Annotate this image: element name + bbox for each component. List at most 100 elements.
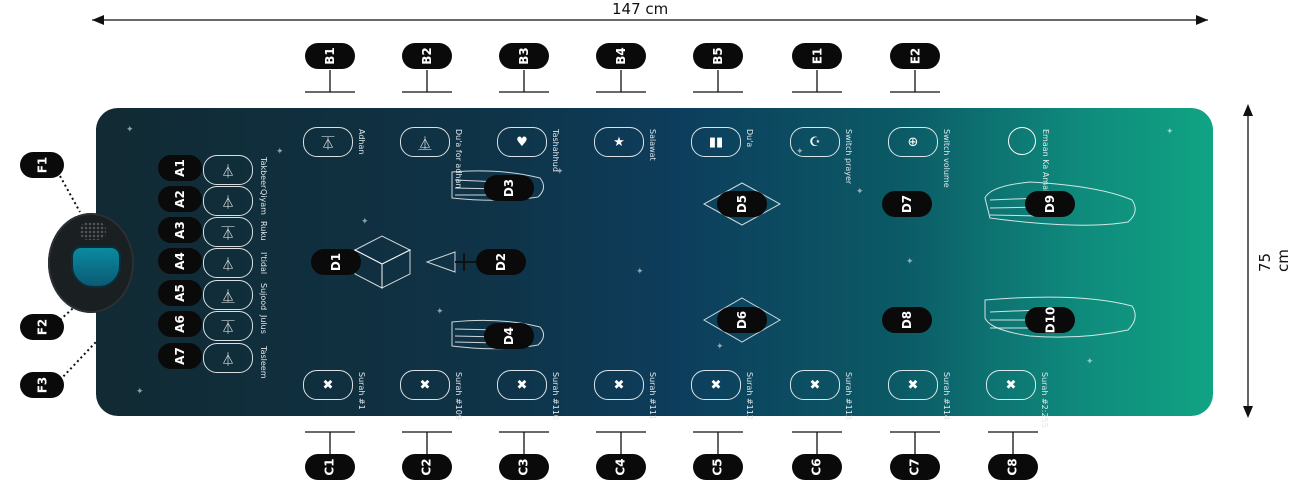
standing-figure-icon: ⏃ (221, 164, 235, 180)
adhan-button[interactable]: ⏄ (303, 127, 353, 157)
badge-c7: C7 (890, 454, 940, 480)
badge-f1: F1 (20, 152, 64, 178)
badge-a2: A2 (158, 186, 202, 212)
quran-stand-icon: ✖ (1005, 377, 1017, 393)
badge-f2: F2 (20, 314, 64, 340)
surah-1-button[interactable]: ✖ (303, 370, 353, 400)
badge-a5: A5 (158, 280, 202, 306)
badge-a4: A4 (158, 248, 202, 274)
volume-icon: ⊕ (907, 134, 919, 150)
surah-111-button[interactable]: ✖ (594, 370, 644, 400)
adhan-figure-icon: ⏄ (321, 136, 335, 152)
sujood-button[interactable]: ⏅ (203, 280, 253, 310)
triangle-marker-icon (425, 251, 456, 273)
foot-icon (984, 296, 1136, 338)
badge-e1: E1 (792, 43, 842, 69)
qiyam-button[interactable]: ⏃ (203, 186, 253, 216)
badge-a6: A6 (158, 311, 202, 337)
dua-for-adhan-button[interactable]: ⏅ (400, 127, 450, 157)
tashahhud-button[interactable]: ♥ (497, 127, 547, 157)
switch-prayer-button[interactable]: ☪ (790, 127, 840, 157)
badge-f3: F3 (20, 372, 64, 398)
surah-112-button[interactable]: ✖ (691, 370, 741, 400)
surah-110-button[interactable]: ✖ (497, 370, 547, 400)
badge-d8: D8 (882, 307, 932, 333)
star-icon: ✦ (636, 267, 644, 277)
itidal-button[interactable]: ⏃ (203, 248, 253, 278)
prostrating-figure-icon: ⏅ (221, 289, 235, 305)
star-icon: ✦ (1166, 127, 1174, 137)
quran-stand-icon: ✖ (907, 377, 919, 393)
badge-a7: A7 (158, 343, 202, 369)
sitting-figure-icon: ⏅ (418, 136, 432, 152)
salawat-button[interactable]: ★ (594, 127, 644, 157)
surah-114-button[interactable]: ✖ (888, 370, 938, 400)
quran-stand-icon: ✖ (516, 377, 528, 393)
badge-b1: B1 (305, 43, 355, 69)
badge-b2: B2 (402, 43, 452, 69)
switch-volume-button[interactable]: ⊕ (888, 127, 938, 157)
badge-c6: C6 (792, 454, 842, 480)
shield-logo-icon (71, 246, 121, 288)
crescent-moon-icon: ☪ (809, 134, 821, 150)
star-icon: ✦ (436, 307, 444, 317)
badge-a3: A3 (158, 217, 202, 243)
badge-b3: B3 (499, 43, 549, 69)
badge-b5: B5 (693, 43, 743, 69)
badge-d3: D3 (484, 175, 534, 201)
tasleem-button[interactable]: ⏃ (203, 343, 253, 373)
quran-stand-icon: ✖ (322, 377, 334, 393)
dua-button[interactable]: ▮▮ (691, 127, 741, 157)
badge-b4: B4 (596, 43, 646, 69)
ruku-button[interactable]: ⏄ (203, 217, 253, 247)
julus-button[interactable]: ⏄ (203, 311, 253, 341)
hand-icon (451, 170, 544, 201)
star-icon: ✦ (716, 342, 724, 352)
badge-c5: C5 (693, 454, 743, 480)
badge-d9: D9 (1025, 191, 1075, 217)
praying-hands-icon: ▮▮ (708, 134, 724, 150)
foot-icon (984, 181, 1136, 226)
quran-stand-icon: ✖ (419, 377, 431, 393)
badge-c3: C3 (499, 454, 549, 480)
badge-d5: D5 (717, 191, 767, 217)
surah-109-button[interactable]: ✖ (400, 370, 450, 400)
star-icon: ✦ (361, 217, 369, 227)
star-icon: ✦ (126, 125, 134, 135)
sitting-figure-icon: ⏄ (221, 320, 235, 336)
surah-2-255-button[interactable]: ✖ (986, 370, 1036, 400)
standing-figure-icon: ⏃ (221, 257, 235, 273)
badge-c1: C1 (305, 454, 355, 480)
standing-figure-icon: ⏃ (221, 195, 235, 211)
star-icon: ✦ (906, 257, 914, 267)
brand-logo-icon (1008, 127, 1036, 155)
quran-stand-icon: ✖ (613, 377, 625, 393)
star-icon: ★ (613, 134, 625, 150)
hand-icon (451, 319, 544, 350)
heart-icon: ♥ (516, 134, 528, 150)
badge-c2: C2 (402, 454, 452, 480)
badge-d6: D6 (717, 307, 767, 333)
badge-a1: A1 (158, 155, 202, 181)
badge-d1: D1 (311, 249, 361, 275)
star-icon: ✦ (856, 187, 864, 197)
takbeer-button[interactable]: ⏃ (203, 155, 253, 185)
star-icon: ✦ (276, 147, 284, 157)
prayer-mat: ✦ ✦ ✦ ✦ ✦ ✦ ✦ ✦ ✦ ✦ ✦ ✦ ✦ (96, 108, 1213, 416)
badge-d10: D10 (1025, 307, 1075, 333)
quran-stand-icon: ✖ (710, 377, 722, 393)
badge-e2: E2 (890, 43, 940, 69)
bowing-figure-icon: ⏄ (221, 226, 235, 242)
kaaba-icon (353, 235, 412, 265)
badge-d2: D2 (476, 249, 526, 275)
surah-113-button[interactable]: ✖ (790, 370, 840, 400)
speaker-grill-icon (80, 222, 106, 240)
badge-d4: D4 (484, 323, 534, 349)
greeting-figure-icon: ⏃ (221, 352, 235, 368)
star-icon: ✦ (556, 167, 564, 177)
star-icon: ✦ (136, 387, 144, 397)
star-icon: ✦ (1086, 357, 1094, 367)
badge-c4: C4 (596, 454, 646, 480)
